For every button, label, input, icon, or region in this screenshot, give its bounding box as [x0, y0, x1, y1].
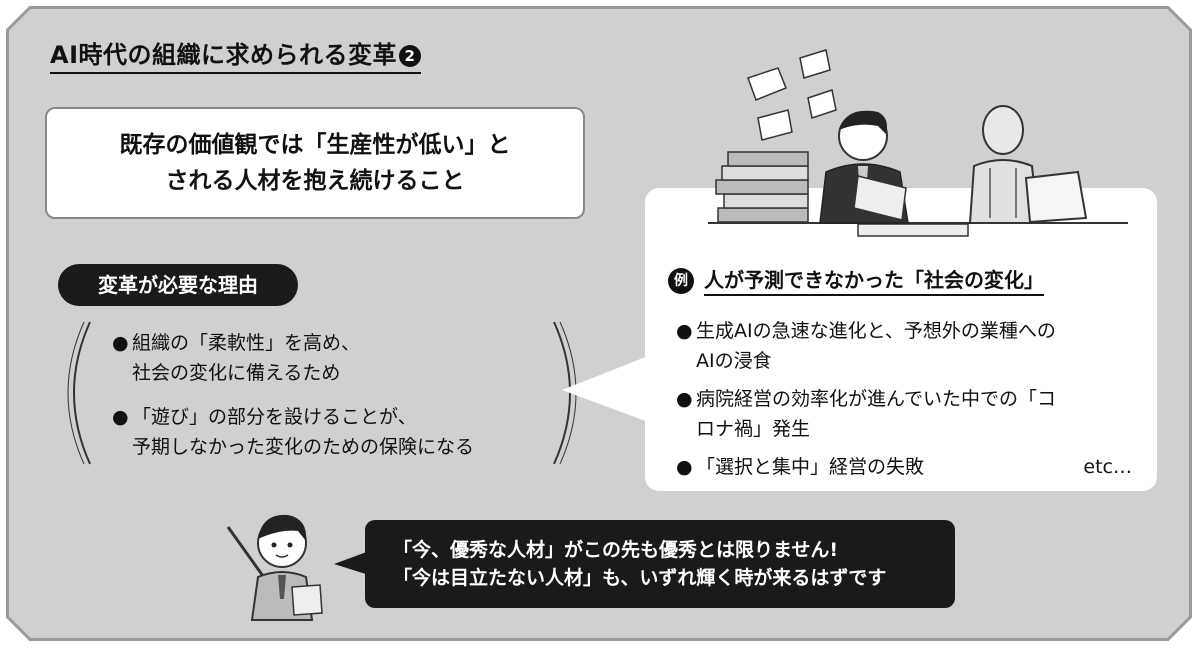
- list-item-line: 組織の「柔軟性」を高め、: [132, 332, 361, 354]
- title-number-badge: 2: [399, 45, 422, 67]
- list-item: ● 生成AIの急速な進化と、予想外の業種への AIの浸食: [676, 316, 1132, 376]
- bullet-icon: ●: [112, 406, 129, 428]
- list-item: ● 組織の「柔軟性」を高め、 社会の変化に備えるため: [112, 328, 552, 388]
- example-badge: 例: [668, 268, 694, 294]
- list-item-line: 「選択と集中」経営の失敗: [696, 456, 925, 478]
- bullet-icon: ●: [112, 332, 129, 354]
- example-title: 人が予測できなかった「社会の変化」: [704, 266, 1044, 296]
- main-statement-line: 既存の価値観では「生産性が低い」と: [119, 132, 511, 158]
- left-parenthesis: [67, 321, 91, 465]
- bullet-icon: ●: [676, 456, 693, 478]
- list-item-line: 「遊び」の部分を設けることが、: [132, 406, 417, 428]
- bullet-icon: ●: [676, 388, 693, 410]
- speech-line: 「今、優秀な人材」がこの先も優秀とは限りません!: [393, 539, 839, 561]
- list-item-line: 病院経営の効率化が進んでいた中での「コ: [696, 388, 1057, 410]
- list-item-line: 予期しなかった変化のための保険になる: [132, 436, 475, 458]
- reasons-list: ● 組織の「柔軟性」を高め、 社会の変化に備えるため ● 「遊び」の部分を設ける…: [112, 328, 552, 476]
- office-robot-illustration-icon: [708, 49, 1128, 237]
- bullet-icon: ●: [676, 320, 693, 342]
- list-item-line: 生成AIの急速な進化と、予想外の業種への: [696, 320, 1056, 342]
- examples-list: ● 生成AIの急速な進化と、予想外の業種への AIの浸食 ● 病院経営の効率化が…: [676, 316, 1132, 490]
- speech-line: 「今は目立たない人材」も、いずれ輝く時が来るはずです: [393, 567, 887, 589]
- page-title-text: AI時代の組織に求められる変革: [50, 41, 398, 69]
- reasons-label: 変革が必要な理由: [58, 264, 298, 306]
- etc-label: etc…: [1083, 456, 1132, 478]
- list-item: ● 病院経営の効率化が進んでいた中での「コ ロナ禍」発生: [676, 384, 1132, 444]
- list-item-line: ロナ禍」発生: [696, 418, 811, 440]
- main-statement-line: される人材を抱え続けること: [165, 168, 465, 194]
- list-item-line: 社会の変化に備えるため: [132, 362, 341, 384]
- speech-bubble: 「今、優秀な人材」がこの先も優秀とは限りません! 「今は目立たない人材」も、いず…: [365, 520, 955, 608]
- main-statement-box: 既存の価値観では「生産性が低い」と される人材を抱え続けること: [45, 107, 585, 219]
- list-item-line: AIの浸食: [696, 350, 772, 372]
- example-heading: 例 人が予測できなかった「社会の変化」: [668, 266, 1044, 296]
- list-item: ● 「選択と集中」経営の失敗 etc…: [676, 452, 1132, 482]
- teacher-with-pointer-icon: [226, 514, 323, 621]
- example-box: [645, 188, 1157, 491]
- speech-bubble-pointer: [334, 550, 372, 576]
- list-item: ● 「遊び」の部分を設けることが、 予期しなかった変化のための保険になる: [112, 402, 552, 462]
- example-bubble-pointer: [562, 356, 648, 422]
